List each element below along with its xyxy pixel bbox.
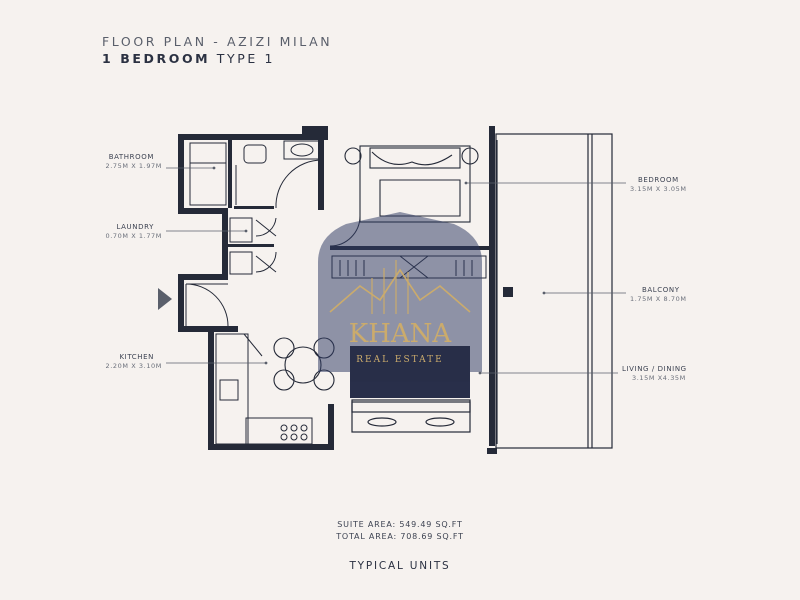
wall-bath-right: [228, 140, 232, 208]
wall-bath-bed: [318, 140, 324, 210]
wall-bottom-left: [208, 444, 332, 450]
label-balcony-name: BALCONY: [642, 286, 680, 294]
column: [503, 287, 513, 297]
label-kitchen: KITCHEN 2.20M X 3.10M: [92, 353, 162, 371]
label-living-name: LIVING / DINING: [622, 365, 687, 373]
vanity: [283, 140, 321, 160]
bed: [344, 145, 479, 223]
wall-laundry-bottom: [178, 274, 228, 280]
label-laundry-name: LAUNDRY: [116, 223, 154, 231]
wall-bath-bottom: [178, 208, 228, 214]
kitchen-sink: [219, 379, 239, 401]
wall-laundry-left: [222, 208, 228, 278]
laundry-fixtures: [229, 217, 277, 275]
unit-type-rest: TYPE 1: [210, 51, 276, 66]
label-balcony: BALCONY 1.75M X 8.70M: [630, 286, 687, 304]
bathroom-fixtures: [189, 140, 323, 209]
watermark-brand: KHANA: [349, 319, 453, 349]
total-area: TOTAL AREA: 708.69 SQ.FT: [336, 532, 464, 541]
plan-title: FLOOR PLAN - AZIZI MILAN: [102, 34, 333, 49]
watermark-logo: KHANA REAL ESTATE: [318, 212, 482, 398]
kitchen-fixtures: [215, 333, 313, 445]
label-bathroom-dims: 2.75M X 1.97M: [105, 162, 162, 170]
wall-left-upper: [178, 134, 184, 214]
sink: [290, 143, 314, 157]
label-bedroom-dims: 3.15M X 3.05M: [630, 185, 687, 193]
label-bathroom-name: BATHROOM: [108, 153, 154, 161]
shower: [189, 142, 227, 206]
balcony-outline: [495, 133, 613, 449]
entry-door: [185, 283, 229, 327]
bath-door-swing: [275, 159, 323, 209]
label-laundry: LAUNDRY 0.70M X 1.77M: [92, 223, 162, 241]
wall-top-left: [178, 134, 328, 140]
wall-facade: [489, 126, 495, 446]
label-living-dining: LIVING / DINING 3.15M X4.35M: [622, 365, 687, 383]
suite-area: SUITE AREA: 549.49 SQ.FT: [337, 520, 463, 529]
label-kitchen-dims: 2.20M X 3.10M: [105, 362, 162, 370]
label-bedroom: BEDROOM 3.15M X 3.05M: [630, 176, 687, 194]
toilet: [243, 144, 267, 164]
leader-dots: [212, 166, 546, 375]
label-laundry-dims: 0.70M X 1.77M: [105, 232, 162, 240]
wall-bottom-step: [328, 404, 334, 450]
watermark-tagline: REAL ESTATE: [356, 355, 444, 365]
wall-laundry-mid: [228, 244, 274, 247]
label-bathroom: BATHROOM 2.75M X 1.97M: [92, 153, 162, 171]
plan-subtitle: 1 BEDROOM TYPE 1: [102, 51, 275, 66]
wall-left-door: [178, 274, 184, 332]
entry-arrow-icon: [158, 288, 172, 310]
leader-lines: [166, 167, 626, 374]
label-balcony-dims: 1.75M X 8.70M: [630, 295, 687, 303]
wall-wc: [234, 206, 274, 209]
label-kitchen-name: KITCHEN: [119, 353, 154, 361]
label-bedroom-name: BEDROOM: [638, 176, 679, 184]
unit-type-bold: 1 BEDROOM: [102, 51, 211, 66]
wall-top-notch: [302, 126, 328, 134]
label-living-dims: 3.15M X4.35M: [632, 374, 686, 382]
wall-facade-bottom: [487, 448, 497, 454]
wall-left-lower: [208, 326, 214, 448]
typical-units: TYPICAL UNITS: [349, 560, 451, 572]
sofa: [351, 399, 471, 433]
